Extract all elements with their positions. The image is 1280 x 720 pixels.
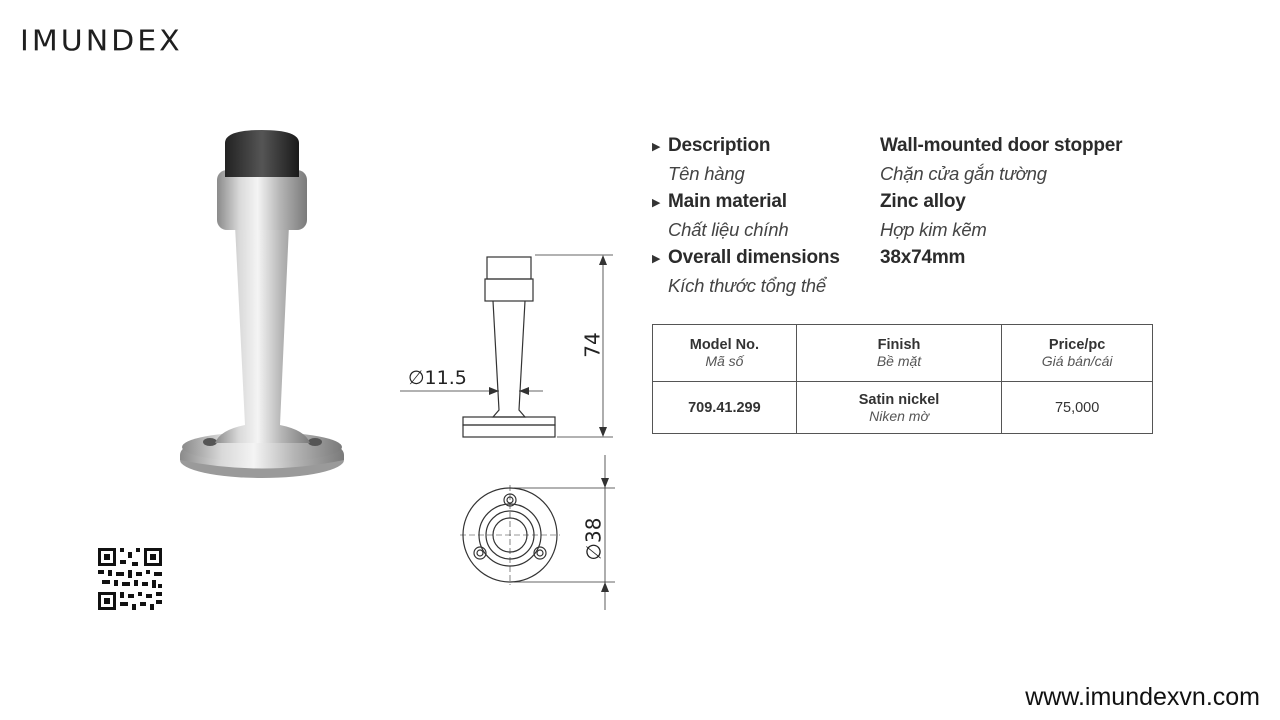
spec-label: Main material xyxy=(668,191,787,212)
spec-value: Wall-mounted door stopper xyxy=(880,135,1123,156)
spec-value: 38x74mm xyxy=(880,247,966,268)
spec-value-vi: Hợp kim kẽm xyxy=(880,219,987,240)
spec-value-vi: Chặn cửa gắn tường xyxy=(880,163,1047,184)
cell-model: 709.41.299 xyxy=(652,381,797,434)
spec-row-dimensions-vi: Kích thước tổng thể xyxy=(652,272,1172,300)
header-model: Model No.Mã số xyxy=(652,324,797,382)
website-link[interactable]: www.imundexvn.com xyxy=(1025,683,1260,711)
spec-row-description-vi: Tên hàng Chặn cửa gắn tường xyxy=(652,160,1172,188)
base-diameter-label: ∅38 xyxy=(581,517,606,561)
qr-code xyxy=(98,548,162,610)
height-dimension-label: 74 xyxy=(580,332,605,358)
spec-row-dimensions: ▶ Overall dimensions 38x74mm xyxy=(652,244,1172,272)
side-view-drawing xyxy=(400,254,613,438)
brand-logo: IMUNDEX xyxy=(20,24,183,59)
spec-label: Description xyxy=(668,135,771,156)
spec-label-vi: Chất liệu chính xyxy=(668,219,789,240)
cell-price: 75,000 xyxy=(1001,381,1153,434)
product-photo xyxy=(180,130,344,478)
spec-row-material: ▶ Main material Zinc alloy xyxy=(652,188,1172,216)
bullet-triangle-icon: ▶ xyxy=(652,252,661,265)
spec-value: Zinc alloy xyxy=(880,191,966,212)
specifications: ▶ Description Wall-mounted door stopper T… xyxy=(652,132,1172,300)
spec-row-description: ▶ Description Wall-mounted door stopper xyxy=(652,132,1172,160)
spec-row-material-vi: Chất liệu chính Hợp kim kẽm xyxy=(652,216,1172,244)
spec-label-vi: Kích thước tổng thể xyxy=(668,275,826,296)
bullet-triangle-icon: ▶ xyxy=(652,140,661,153)
top-view-drawing xyxy=(460,455,615,610)
bullet-triangle-icon: ▶ xyxy=(652,196,661,209)
spec-label-vi: Tên hàng xyxy=(668,163,745,184)
shaft-diameter-label: ∅11.5 xyxy=(408,367,467,389)
spec-label: Overall dimensions xyxy=(668,247,840,268)
